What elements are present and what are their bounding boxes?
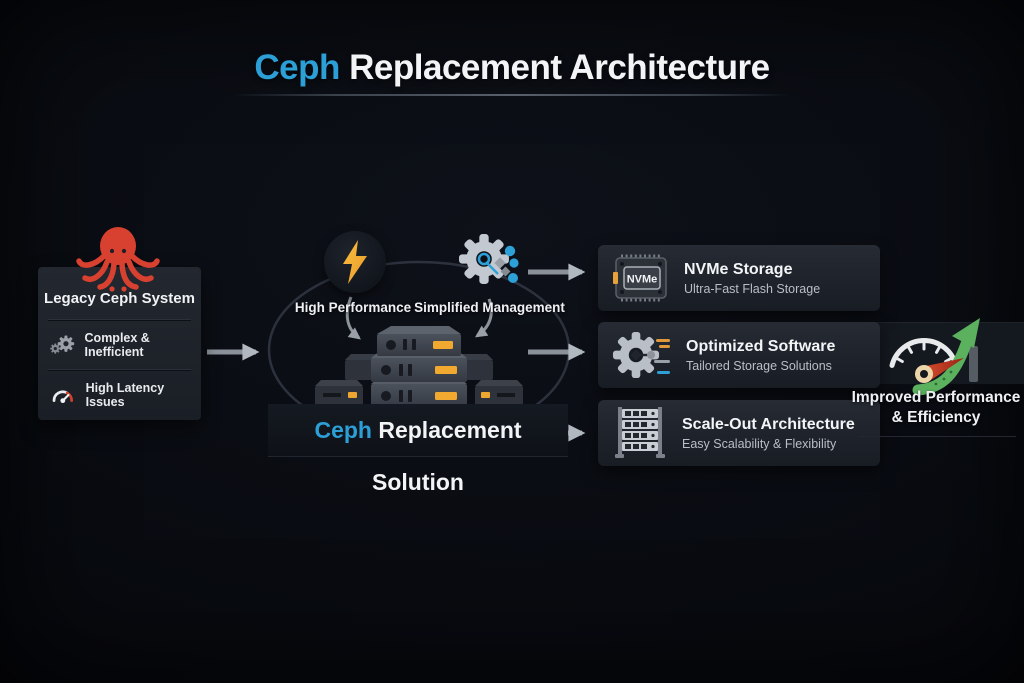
title-rest: Replacement Architecture [339,48,770,87]
gear-circuit-icon [612,331,670,379]
legacy-item-latency: High Latency Issues [38,370,201,419]
feature-label-performance: High Performance [294,300,412,315]
gear-network-icon [459,234,519,284]
arrow-performance-to-servers [345,296,361,340]
server-rack-icon [615,407,665,458]
title-highlight: Ceph [254,48,340,87]
feature-label-management: Simplified Management [414,300,565,315]
divider [48,319,191,320]
divider [48,369,191,370]
solution-banner: Ceph Replacement Solution [268,404,568,495]
benefit-scale-out: Scale-Out Architecture Easy Scalability … [598,400,880,466]
benefit-subtitle: Easy Scalability & Flexibility [682,436,837,451]
speedometer-growth-icon [889,318,980,396]
latency-gauge-icon [52,389,74,403]
outcome-line1: Improved Performance [851,389,1021,406]
title-underline [233,94,790,96]
benefit-subtitle: Ultra-Fast Flash Storage [684,281,821,296]
legacy-title: Legacy Ceph System [44,290,195,307]
nvme-chip-label: NVMe [627,274,658,286]
legacy-item-label: Complex & Inefficient [84,330,150,359]
banner-rest: Replacement Solution [371,417,522,495]
page-title: Ceph Replacement Architecture [0,48,1024,88]
benefit-title: Optimized Software [686,337,836,355]
octopus-icon [76,227,160,292]
banner-highlight: Ceph [314,417,372,443]
high-performance-badge [324,231,386,293]
server-stack-icon [315,326,523,414]
legacy-ceph-panel: Legacy Ceph System Complex & Inefficient… [38,267,201,420]
gears-icon [50,335,75,354]
legacy-item-label: High Latency Issues [85,380,165,409]
outcome-line2: & Efficiency [891,409,981,426]
benefit-title: NVMe Storage [684,260,793,278]
divider [858,436,1016,437]
nvme-chip-icon: NVMe [613,254,667,302]
benefit-optimized-software: Optimized Software Tailored Storage Solu… [598,322,880,388]
benefit-nvme-storage: NVMe NVMe Storage Ultra-Fast Flash Stora… [598,245,880,311]
benefit-subtitle: Tailored Storage Solutions [686,358,832,373]
legacy-item-complex: Complex & Inefficient [38,320,201,369]
outcome-label: Improved Performance & Efficiency [848,388,1024,428]
lightning-icon [343,240,367,284]
benefit-title: Scale-Out Architecture [682,415,855,433]
arrow-management-to-servers [475,298,493,338]
